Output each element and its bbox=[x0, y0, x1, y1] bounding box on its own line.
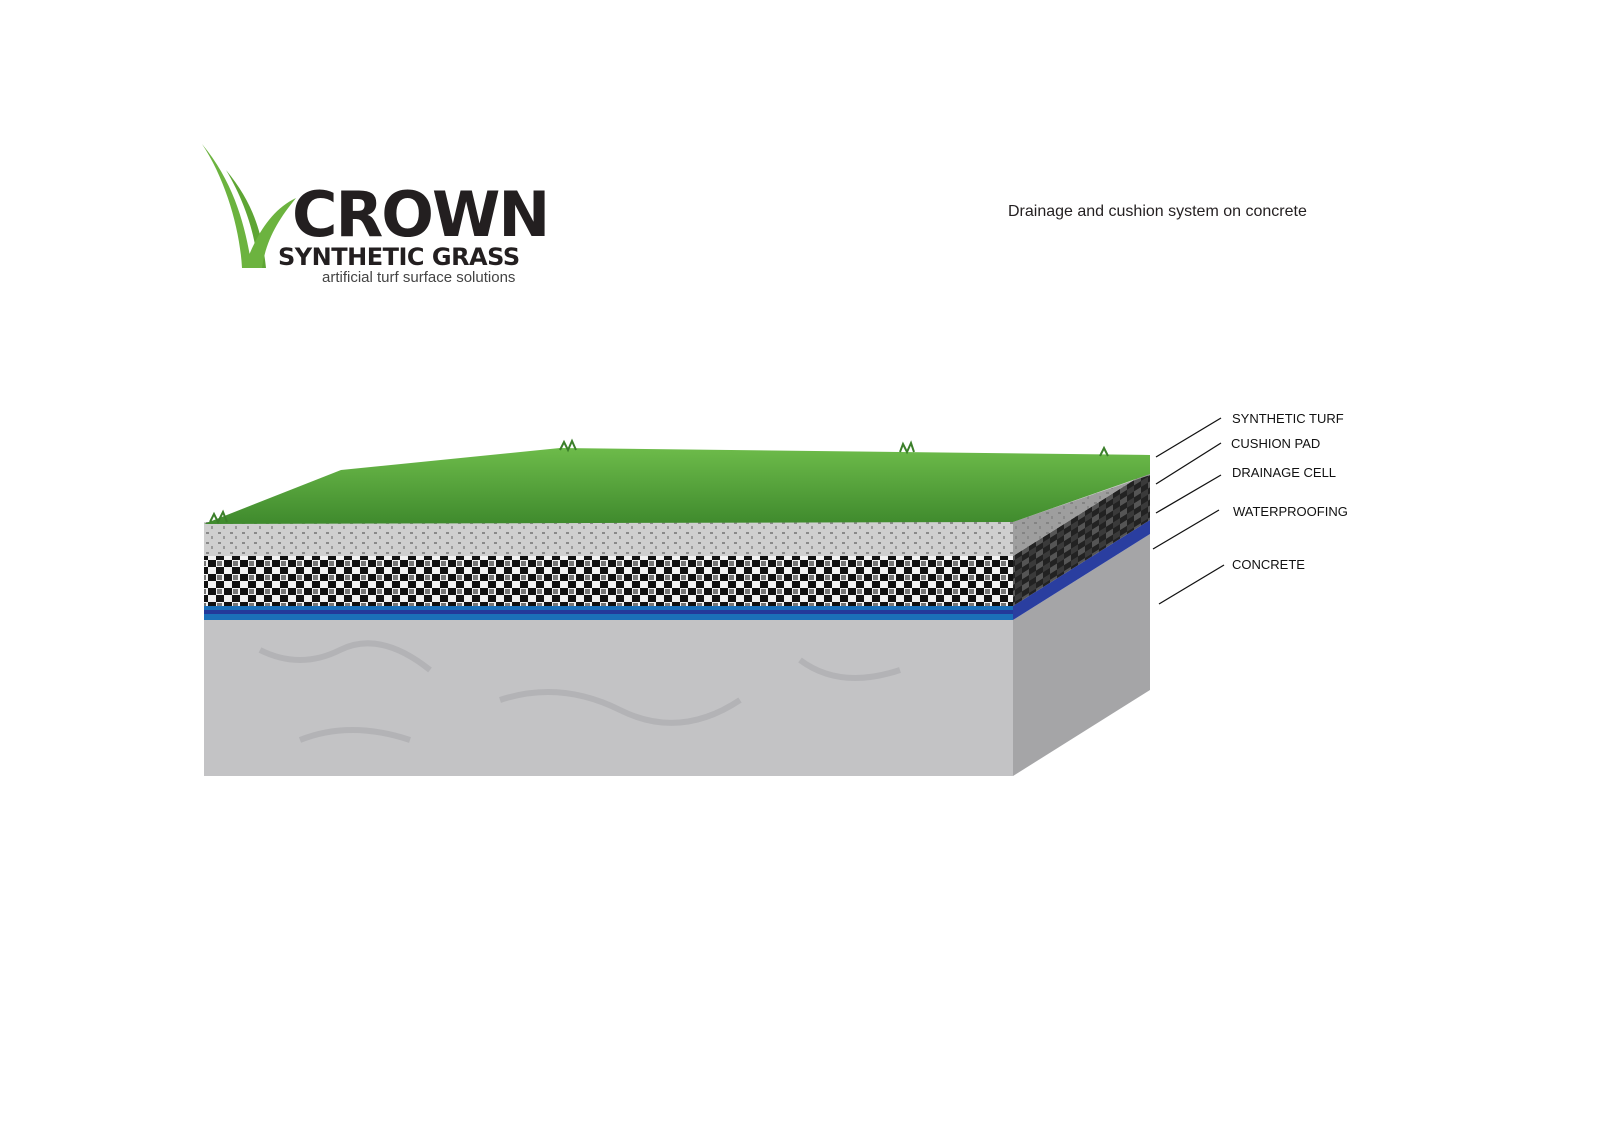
logo-name: CROWN bbox=[292, 178, 550, 251]
grass-blade-icon bbox=[202, 144, 296, 268]
label-drainage-cell: DRAINAGE CELL bbox=[1232, 465, 1337, 480]
crown-logo: CROWN SYNTHETIC GRASS artificial turf su… bbox=[196, 140, 556, 295]
layer-cushion-pad bbox=[204, 470, 1150, 556]
logo-line2: SYNTHETIC GRASS bbox=[278, 243, 520, 271]
leader-lines bbox=[1152, 417, 1225, 605]
label-concrete: CONCRETE bbox=[1232, 557, 1305, 572]
layer-drainage-cell bbox=[204, 470, 1150, 606]
layer-waterproofing bbox=[204, 520, 1150, 620]
layer-concrete bbox=[204, 534, 1150, 776]
label-cushion-pad: CUSHION PAD bbox=[1231, 436, 1321, 451]
diagram-subtitle: Drainage and cushion system on concrete bbox=[1008, 203, 1307, 220]
label-synthetic-turf: SYNTHETIC TURF bbox=[1232, 411, 1344, 426]
logo-tagline: artificial turf surface solutions bbox=[322, 269, 516, 286]
layer-synthetic-turf bbox=[204, 438, 1150, 525]
label-waterproofing: WATERPROOFING bbox=[1233, 504, 1348, 519]
